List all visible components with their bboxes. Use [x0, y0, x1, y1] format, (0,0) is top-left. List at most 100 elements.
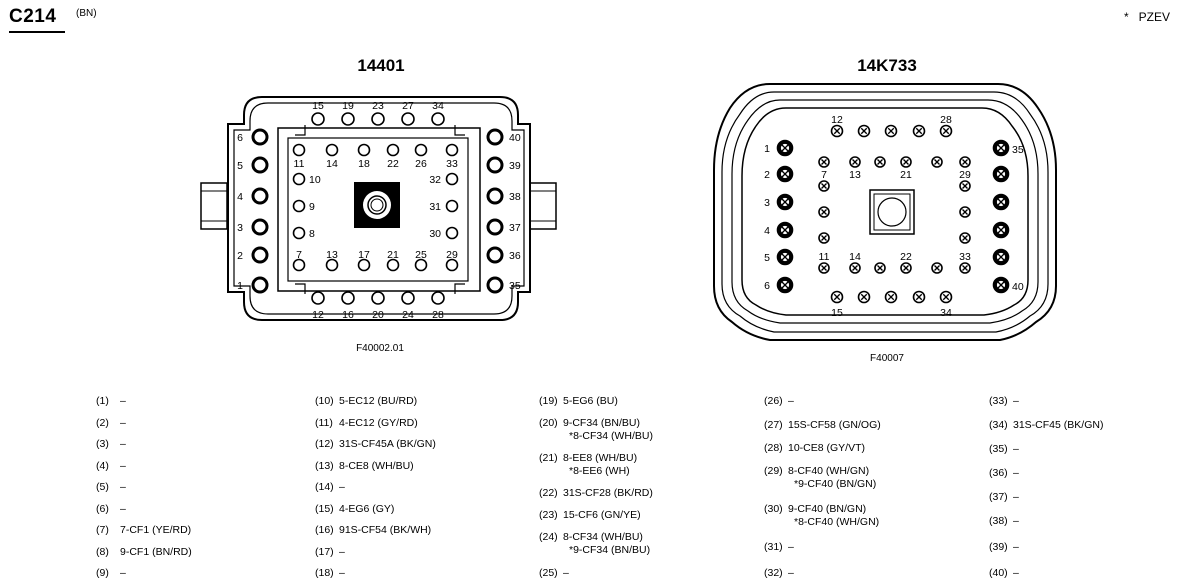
- pin-list-circuit: –: [1013, 515, 1019, 527]
- pin-list-circuit: 4-EG6 (GY): [339, 503, 395, 515]
- pin-list-item: (30)9-CF40 (BN/GN)*8-CF40 (WH/GN): [764, 503, 879, 529]
- pin-list-item: (25)–: [539, 567, 569, 580]
- cavity-pin: [445, 172, 459, 186]
- pin-list-number: (38): [989, 515, 1008, 527]
- terminal-pin: [818, 262, 830, 274]
- right-figure-id: F40007: [870, 353, 904, 364]
- terminal-pin: [857, 290, 871, 304]
- pin-list-circuit: 8-CF40 (WH/GN): [788, 465, 870, 477]
- terminal-pin: [776, 165, 794, 183]
- cavity-pin: [341, 291, 355, 305]
- terminal-pin: [939, 290, 953, 304]
- pin-number-label: 19: [342, 100, 354, 112]
- pin-list-item: (38)–: [989, 515, 1019, 528]
- pin-list-item: (20)9-CF34 (BN/BU)*8-CF34 (WH/BU): [539, 417, 653, 443]
- terminal-pin: [776, 193, 794, 211]
- cavity-pin: [341, 112, 355, 126]
- terminal-pin: [992, 193, 1010, 211]
- pin-number-label: 8: [309, 228, 315, 240]
- pin-number-label: 7: [821, 169, 827, 181]
- cavity-pin: [414, 143, 428, 157]
- pin-number-label: 21: [900, 169, 912, 181]
- pin-list-number: (20): [539, 417, 558, 429]
- terminal-pin: [776, 221, 794, 239]
- pin-number-label: 36: [509, 250, 521, 262]
- pin-list-circuit: –: [1013, 443, 1019, 455]
- pin-list-number: (39): [989, 541, 1008, 553]
- pin-list-circuit-alt: *8-EE6 (WH): [569, 465, 630, 477]
- pin-list-circuit: 31S-CF28 (BK/RD): [563, 487, 653, 499]
- pin-list-circuit-alt: *9-CF34 (BN/BU): [569, 544, 651, 556]
- pzev-note: *PZEV: [1124, 10, 1170, 24]
- pin-number-label: 29: [959, 169, 971, 181]
- cavity-pin: [401, 112, 415, 126]
- cavity-pin-large: [486, 128, 504, 146]
- pin-list-number: (37): [989, 491, 1008, 503]
- pin-list-number: (28): [764, 442, 783, 454]
- pin-number-label: 18: [358, 158, 370, 170]
- page-title: C214: [9, 6, 57, 27]
- cavity-pin: [292, 199, 306, 213]
- cavity-pin: [311, 291, 325, 305]
- pin-list-circuit: –: [788, 567, 794, 579]
- pin-list-number: (9): [96, 567, 109, 579]
- pin-number-label: 12: [312, 309, 324, 321]
- pin-number-label: 7: [296, 249, 302, 261]
- terminal-pin: [939, 124, 953, 138]
- pin-list-circuit-alt: *9-CF40 (BN/GN): [794, 478, 877, 490]
- cavity-pin: [357, 143, 371, 157]
- pin-number-label: 28: [940, 114, 952, 126]
- cavity-pin: [292, 226, 306, 240]
- cavity-pin: [445, 258, 459, 272]
- pin-list-circuit: –: [1013, 467, 1019, 479]
- pin-list-item: (13)8-CE8 (WH/BU): [315, 460, 414, 473]
- terminal-pin: [912, 290, 926, 304]
- pin-list-circuit-alt: *8-CF40 (WH/GN): [794, 516, 880, 528]
- pin-list-circuit: 31S-CF45A (BK/GN): [339, 438, 436, 450]
- pin-list-number: (33): [989, 395, 1008, 407]
- pin-list-number: (40): [989, 567, 1008, 579]
- pin-number-label: 3: [764, 197, 770, 209]
- pin-list-number: (27): [764, 419, 783, 431]
- pin-number-label: 3: [237, 222, 243, 234]
- pin-list-circuit: 8-CF34 (WH/BU): [563, 531, 643, 543]
- terminal-pin: [818, 232, 830, 244]
- pin-number-label: 28: [432, 309, 444, 321]
- pin-number-label: 2: [237, 250, 243, 262]
- pin-number-label: 10: [309, 174, 321, 186]
- pin-list-item: (32)–: [764, 567, 794, 580]
- pin-list-item: (10)5-EC12 (BU/RD): [315, 395, 417, 408]
- pin-number-label: 11: [819, 251, 830, 263]
- pin-list-number: (7): [96, 524, 109, 536]
- pin-list-circuit: –: [1013, 567, 1019, 579]
- pin-list-number: (30): [764, 503, 783, 515]
- pin-number-label: 30: [429, 228, 441, 240]
- terminal-pin: [959, 262, 971, 274]
- pin-list-item: (16)91S-CF54 (BK/WH): [315, 524, 431, 537]
- pin-list-item: (1)–: [96, 395, 126, 408]
- pin-list-circuit: 7-CF1 (YE/RD): [120, 524, 192, 536]
- pin-number-label: 5: [764, 252, 770, 264]
- pin-number-label: 31: [429, 201, 441, 213]
- cavity-pin: [292, 172, 306, 186]
- pin-number-label: 22: [387, 158, 399, 170]
- pin-list-circuit: –: [788, 395, 794, 407]
- terminal-pin: [992, 221, 1010, 239]
- pin-list-item: (8)9-CF1 (BN/RD): [96, 546, 192, 559]
- pin-number-label: 1: [764, 143, 770, 155]
- pin-list-item: (4)–: [96, 460, 126, 473]
- pin-list-item: (33)–: [989, 395, 1019, 408]
- right-connector-name: 14K733: [857, 56, 917, 75]
- pin-number-label: 2: [764, 169, 770, 181]
- pin-list-item: (21)8-EE8 (WH/BU)*8-EE6 (WH): [539, 452, 637, 478]
- terminal-pin: [959, 180, 971, 192]
- cavity-pin-large: [251, 156, 269, 174]
- pin-list-number: (8): [96, 546, 109, 558]
- cavity-pin: [325, 143, 339, 157]
- pin-list-number: (16): [315, 524, 334, 536]
- terminal-pin: [992, 276, 1010, 294]
- pin-number-label: 9: [309, 201, 315, 213]
- pin-list-item: (22)31S-CF28 (BK/RD): [539, 487, 653, 500]
